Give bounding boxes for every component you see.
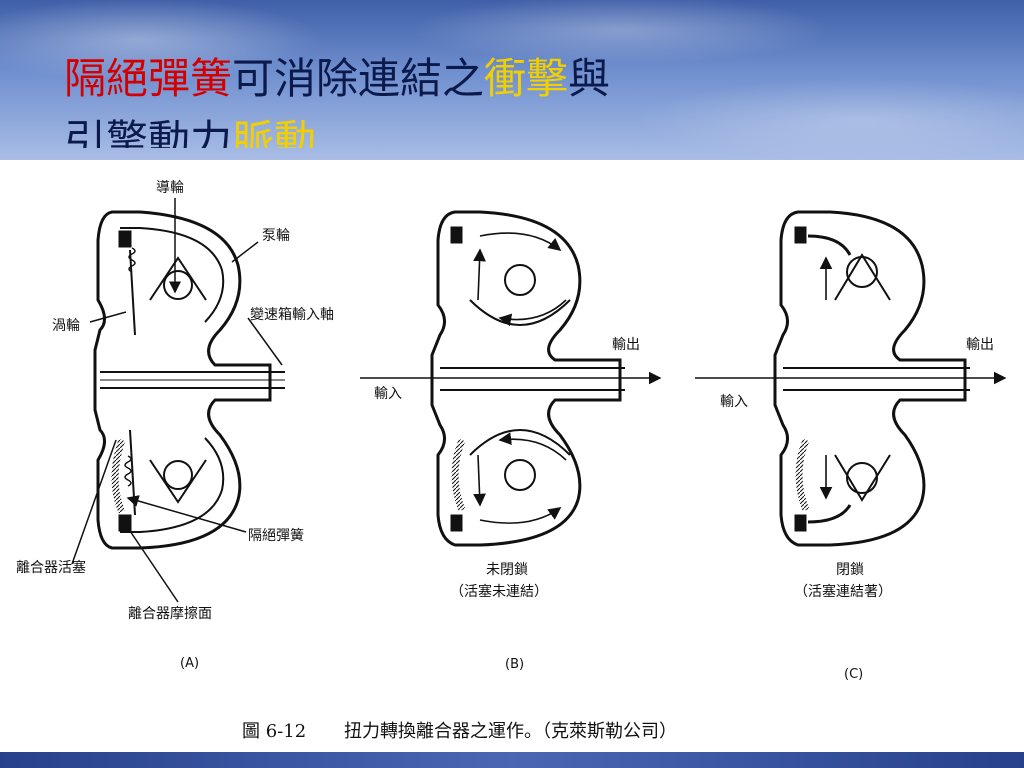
title-seg-2: 可消除連結之 (232, 54, 485, 103)
title-seg-6: 脈動 (232, 116, 317, 148)
figure-area: 導輪 泵輪 渦輪 變速箱輸入軸 隔絕彈簧 離合器活塞 離合器摩擦面 (A) 輸出… (0, 160, 1024, 752)
label-input-shaft: 變速箱輸入軸 (250, 307, 334, 323)
label-locked: 閉鎖 (836, 562, 864, 578)
panel-label-c: (C) (844, 667, 863, 682)
label-pump-wheel: 泵輪 (262, 227, 290, 244)
panel-label-b: (B) (505, 657, 524, 672)
label-clutch-piston: 離合器活塞 (16, 559, 86, 576)
caption-text: 扭力轉換離合器之運作。（克萊斯勒公司） (344, 721, 677, 742)
label-unlocked-note: （活塞未連結） (450, 583, 548, 600)
leader-lines-a (71, 198, 283, 603)
label-unlocked: 未閉鎖 (486, 562, 528, 578)
converter-a (93, 210, 285, 550)
flow-arrows-c (695, 256, 1007, 500)
converter-b (430, 210, 625, 547)
footer-bar (0, 752, 1024, 768)
label-isolation-spring: 隔絕彈簧 (248, 528, 304, 544)
slide-title: 隔絕彈簧可消除連結之衝擊與 引擎動力脈動 (64, 48, 964, 148)
label-input-b: 輸入 (374, 386, 402, 402)
label-locked-note: （活塞連結著） (794, 583, 892, 600)
title-seg-3: 衝擊 (484, 54, 569, 103)
title-seg-1: 隔絕彈簧 (64, 54, 233, 103)
title-seg-4: 與 (568, 54, 611, 103)
label-turbine: 渦輪 (52, 317, 80, 334)
label-output-c: 輸出 (966, 337, 994, 353)
title-line-2: 引擎動力脈動 (64, 110, 964, 148)
converter-c (773, 210, 970, 547)
title-seg-5: 引擎動力 (64, 116, 233, 148)
label-output-b: 輸出 (612, 337, 640, 353)
label-guide-wheel: 導輪 (156, 179, 184, 196)
header-banner (0, 0, 1024, 160)
label-clutch-friction: 離合器摩擦面 (128, 605, 212, 622)
panel-label-a: (A) (180, 656, 199, 671)
torque-converter-diagram: 導輪 泵輪 渦輪 變速箱輸入軸 隔絕彈簧 離合器活塞 離合器摩擦面 (A) 輸出… (16, 179, 1007, 742)
label-input-c: 輸入 (720, 394, 748, 410)
flow-arrows-b (360, 232, 662, 524)
caption-figure-number: 圖 6-12 (242, 721, 306, 742)
